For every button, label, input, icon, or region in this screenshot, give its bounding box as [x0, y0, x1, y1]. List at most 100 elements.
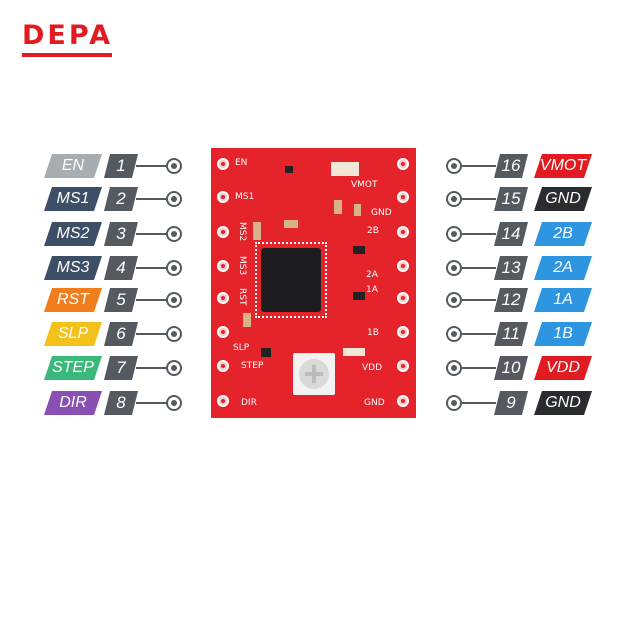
board-pin-hole	[217, 158, 229, 170]
board-right-label: 1B	[367, 328, 379, 338]
board-pin-hole	[217, 260, 229, 272]
board-right-label: GND	[371, 208, 392, 218]
pin-wire	[462, 165, 496, 167]
pin-function-tag: 1B	[534, 322, 592, 346]
board-left-label: MS2	[237, 222, 247, 242]
pin-function-tag: MS1	[44, 187, 102, 211]
capacitor	[334, 200, 342, 214]
smd-part	[353, 246, 365, 254]
smd-part	[353, 292, 365, 300]
board-pin-hole	[217, 226, 229, 238]
board-right-label: VDD	[362, 363, 383, 373]
pin-terminal-dot	[166, 226, 182, 242]
pin-wire	[136, 165, 168, 167]
pin-wire	[462, 198, 496, 200]
board-left-label: MS1	[235, 192, 255, 202]
pin-number: 4	[104, 256, 138, 280]
depa-logo: DEPA	[22, 20, 112, 57]
pin-number: 8	[104, 391, 138, 415]
current-limit-potentiometer[interactable]	[293, 353, 335, 395]
board-pin-hole	[217, 292, 229, 304]
pin-function-tag: STEP	[44, 356, 102, 380]
chip-outline	[255, 242, 327, 318]
pin-wire	[136, 198, 168, 200]
board-pin-hole	[397, 226, 409, 238]
pin-wire	[462, 233, 496, 235]
pin-function-tag: 2A	[534, 256, 592, 280]
pin-terminal-dot	[446, 326, 462, 342]
pin-function-tag: GND	[534, 187, 592, 211]
board-left-label: SLP	[233, 343, 250, 353]
pin-number: 12	[494, 288, 528, 312]
board-pin-hole	[397, 158, 409, 170]
pin-wire	[462, 402, 496, 404]
pin-terminal-dot	[446, 292, 462, 308]
pin-function-tag: 2B	[534, 222, 592, 246]
board-pin-hole	[217, 360, 229, 372]
capacitor	[354, 204, 361, 216]
pin-terminal-dot	[166, 292, 182, 308]
pin-function-tag: SLP	[44, 322, 102, 346]
pin-terminal-dot	[446, 360, 462, 376]
resistor	[253, 222, 261, 240]
pin-terminal-dot	[166, 191, 182, 207]
pin-terminal-dot	[166, 395, 182, 411]
smd-part	[285, 166, 293, 173]
logo-underline	[22, 53, 112, 57]
capacitor	[343, 348, 365, 356]
board-right-label: GND	[364, 398, 385, 408]
smd-part	[261, 348, 271, 357]
pin-terminal-dot	[446, 226, 462, 242]
logo-text: DEPA	[22, 20, 114, 51]
pin-terminal-dot	[166, 158, 182, 174]
pin-number: 10	[494, 356, 528, 380]
board-pin-hole	[397, 260, 409, 272]
potentiometer-knob[interactable]	[299, 359, 329, 389]
board-right-label: 2A	[366, 270, 378, 280]
pin-wire	[136, 233, 168, 235]
pin-function-tag: VMOT	[534, 154, 592, 178]
board-pin-hole	[397, 326, 409, 338]
pin-number: 13	[494, 256, 528, 280]
pin-number: 3	[104, 222, 138, 246]
pin-wire	[462, 333, 496, 335]
pin-terminal-dot	[446, 395, 462, 411]
pin-function-tag: MS2	[44, 222, 102, 246]
pin-number: 7	[104, 356, 138, 380]
pin-number: 2	[104, 187, 138, 211]
pin-function-tag: GND	[534, 391, 592, 415]
pin-number: 6	[104, 322, 138, 346]
board-pin-hole	[217, 395, 229, 407]
capacitor-vmot	[331, 162, 359, 176]
pin-wire	[136, 267, 168, 269]
pin-function-tag: MS3	[44, 256, 102, 280]
board-left-label: MS3	[237, 256, 247, 276]
pin-wire	[136, 333, 168, 335]
pin-function-tag: VDD	[534, 356, 592, 380]
pin-number: 16	[494, 154, 528, 178]
board-pin-hole	[397, 395, 409, 407]
board-right-label: 1A	[366, 285, 378, 295]
capacitor	[243, 313, 251, 327]
pin-wire	[136, 299, 168, 301]
board-pin-hole	[397, 360, 409, 372]
board-right-label: VMOT	[351, 180, 378, 190]
pin-number: 15	[494, 187, 528, 211]
driver-chip	[261, 248, 321, 312]
pin-function-tag: EN	[44, 154, 102, 178]
pin-wire	[462, 267, 496, 269]
resistor	[284, 220, 298, 228]
